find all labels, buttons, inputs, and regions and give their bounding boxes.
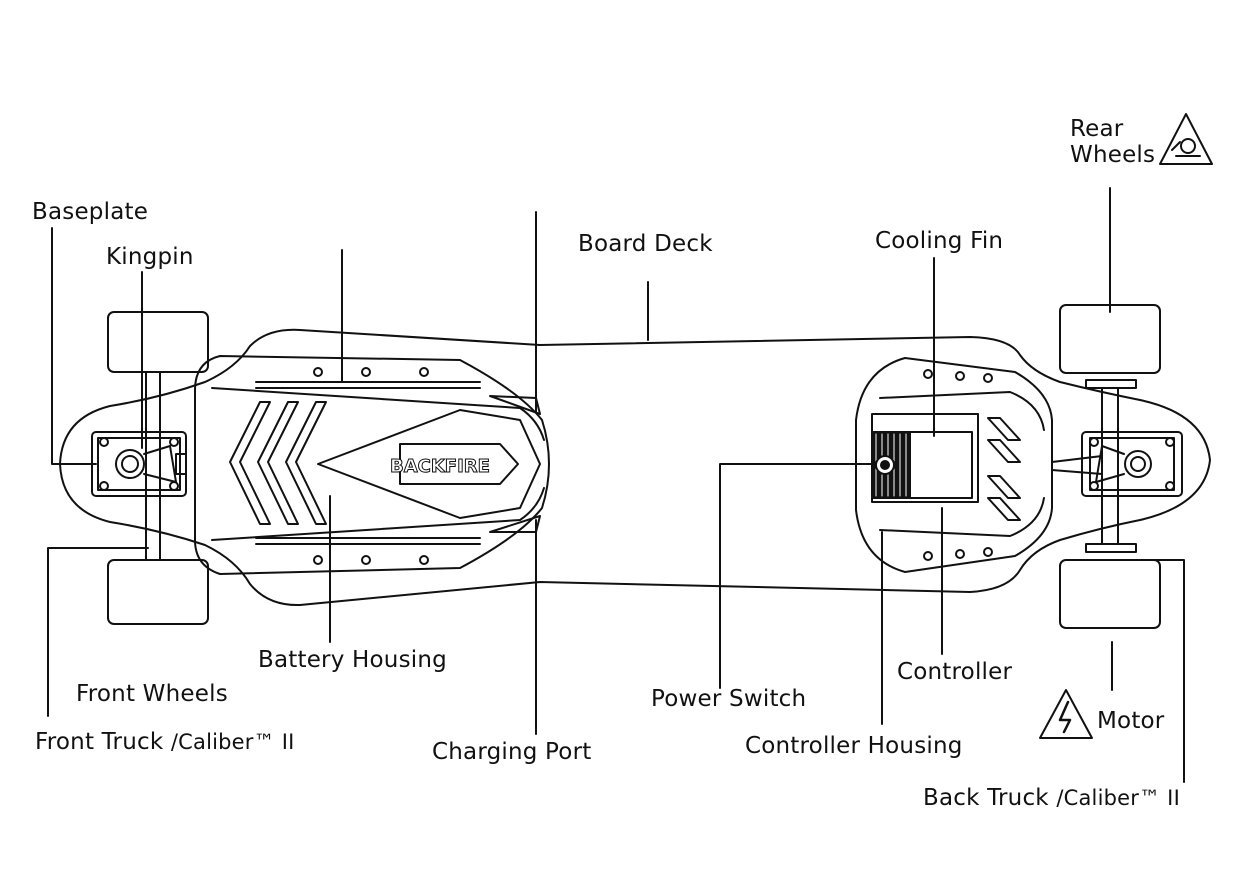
label-power-switch-text: Power Switch [651,686,806,712]
label-front-wheels: Front Wheels [76,681,228,707]
label-motor-text: Motor [1097,708,1164,734]
label-charging-port-text: Charging Port [432,739,591,765]
label-power-switch: Power Switch [651,686,806,712]
back-truck [1052,305,1182,628]
label-motor: Motor [1097,708,1164,734]
label-cooling-fin-text: Cooling Fin [875,228,1003,254]
label-rear-wheels: Rear Wheels [1070,116,1155,169]
label-front-truck-model: /Caliber™ II [171,730,295,754]
label-board-deck-text: Board Deck [578,231,713,257]
label-cooling-fin: Cooling Fin [875,228,1003,254]
battery-housing-shape [195,356,549,574]
label-controller-text: Controller [897,659,1012,685]
controller-housing-shape [856,358,1052,572]
label-rear-wheels-line1: Rear [1070,116,1155,142]
front-truck [92,312,208,624]
label-kingpin: Kingpin [106,244,194,270]
label-back-truck-model: /Caliber™ II [1056,786,1180,810]
pinch-hazard-warning-icon [1160,114,1212,164]
label-kingpin-text: Kingpin [106,244,194,270]
deck-brand-text: BACKFIRE [390,456,490,477]
label-battery-housing-text: Battery Housing [258,647,447,673]
label-baseplate: Baseplate [32,199,148,225]
label-battery-housing: Battery Housing [258,647,447,673]
label-rear-wheels-line2: Wheels [1070,142,1155,168]
electric-hazard-warning-icon [1040,690,1092,738]
label-controller: Controller [897,659,1012,685]
label-front-truck: Front Truck /Caliber™ II [35,729,295,755]
label-front-truck-text: Front Truck [35,729,163,755]
label-front-wheels-text: Front Wheels [76,681,228,707]
label-baseplate-text: Baseplate [32,199,148,225]
label-controller-housing: Controller Housing [745,733,963,759]
label-back-truck-text: Back Truck [923,785,1049,811]
label-back-truck: Back Truck /Caliber™ II [923,785,1180,811]
label-controller-housing-text: Controller Housing [745,733,963,759]
label-board-deck: Board Deck [578,231,713,257]
label-charging-port: Charging Port [432,739,591,765]
